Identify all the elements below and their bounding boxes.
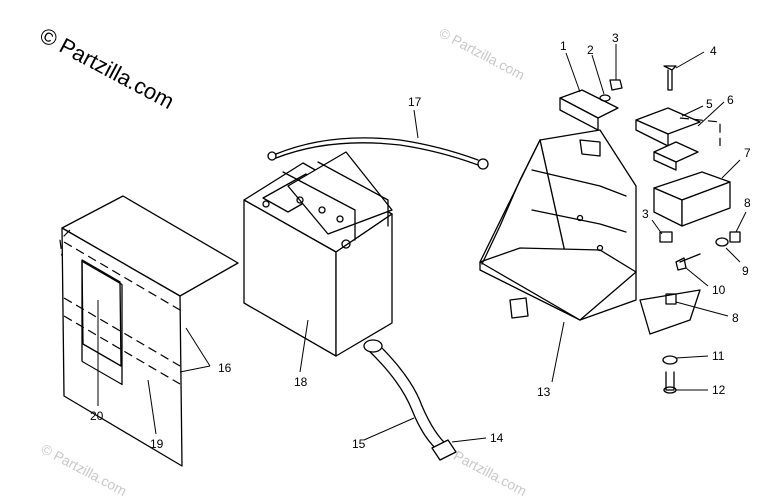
washer-part-11 [662,355,678,365]
screw-part-10 [675,253,701,271]
copyright-label: © Partzilla.com [36,22,179,114]
watermark-top: © Partzilla.com [437,25,528,83]
callout-14: 14 [490,431,504,445]
callout-19: 19 [150,437,164,451]
callout-3-upper: 3 [612,31,619,45]
nut-part-3-lower [659,231,673,243]
bracket-part-6 [653,141,699,171]
callout-10: 10 [712,283,726,297]
callout-16: 16 [218,361,232,375]
callout-15: 15 [352,437,366,451]
battery-part-18 [243,151,393,357]
tube-clamp-part-14 [431,439,457,461]
leader-lines [97,44,747,443]
battery-box-part-13 [479,129,701,335]
washer-part-9 [715,237,729,247]
callout-labels: 1 2 3 4 5 6 7 3 8 9 10 8 11 12 13 14 15 … [90,31,751,451]
callout-5: 5 [706,97,713,111]
callout-18: 18 [294,375,308,389]
callout-11: 11 [712,349,725,363]
callout-13: 13 [537,385,551,399]
callout-4: 4 [710,44,717,58]
battery-cable-part-17 [267,137,489,170]
vent-tube-part-15 [363,339,449,453]
callout-12: 12 [712,383,726,397]
callout-17: 17 [408,95,422,109]
bolt-part-12 [663,371,677,394]
relay-part-7 [653,171,731,227]
bracket-part-5 [635,107,721,147]
nut-part-8-lower [665,293,677,305]
washer-part-2 [599,94,611,102]
callout-1: 1 [560,39,567,53]
callout-2: 2 [587,43,594,57]
callout-9: 9 [742,264,749,278]
battery-cover-part-19 [59,195,239,467]
callout-7: 7 [744,146,751,160]
callout-8-upper: 8 [744,196,751,210]
callout-3-lower: 3 [642,207,649,221]
nut-part-3-upper [609,79,623,91]
screw-part-4 [663,65,677,91]
callout-6: 6 [727,93,734,107]
watermark-bottom-left: © Partzilla.com [39,441,130,497]
nut-part-8-upper [729,231,741,243]
cover-window-part-20 [81,259,122,367]
hold-down-part-1 [559,89,619,131]
callout-8-lower: 8 [732,311,739,325]
callout-20: 20 [90,409,104,423]
